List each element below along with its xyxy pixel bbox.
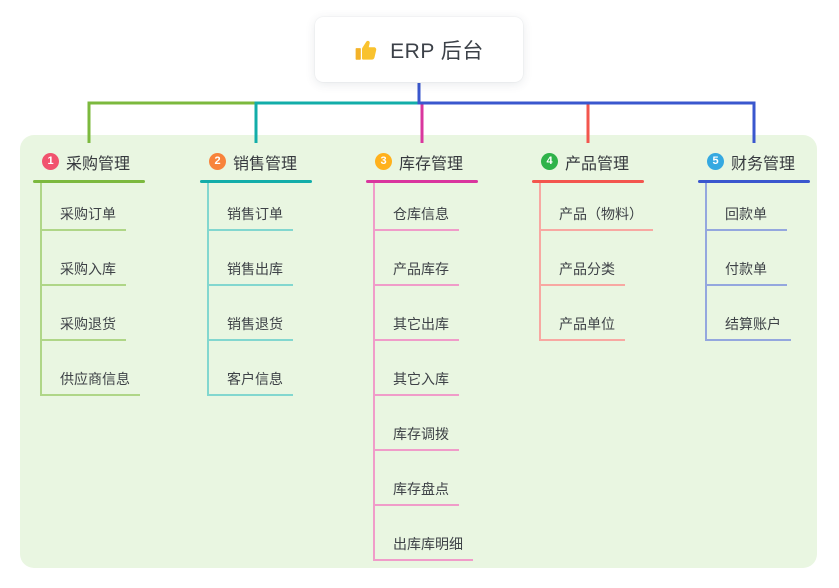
child-label: 销售出库: [227, 261, 283, 277]
branch-underline: [200, 180, 312, 183]
child-node[interactable]: 库存盘点: [375, 451, 459, 506]
branch-label: 财务管理: [731, 155, 796, 173]
branch-children: 销售订单 销售出库 销售退货 客户信息: [207, 183, 293, 396]
child-node[interactable]: 结算账户: [707, 286, 791, 341]
branch-header[interactable]: 1 采购管理: [33, 143, 145, 180]
branch-header[interactable]: 3 库存管理: [366, 143, 478, 180]
child-label: 回款单: [725, 206, 767, 222]
child-label: 销售退货: [227, 316, 283, 332]
branch-label: 产品管理: [565, 155, 630, 173]
branch-number-badge: 1: [42, 153, 59, 170]
branch-number-badge: 2: [209, 153, 226, 170]
branch-number-badge: 5: [707, 153, 724, 170]
child-node[interactable]: 销售订单: [209, 183, 293, 231]
branch-label: 采购管理: [66, 155, 131, 173]
connector-branch-1: [87, 83, 421, 143]
branch-children: 回款单 付款单 结算账户: [705, 183, 791, 341]
child-node[interactable]: 产品（物料）: [541, 183, 653, 231]
branch-children: 产品（物料） 产品分类 产品单位: [539, 183, 653, 341]
branch-children: 仓库信息 产品库存 其它出库 其它入库 库存调拨 库存盘点 出库库明细: [373, 183, 473, 561]
root-node[interactable]: ERP 后台: [315, 17, 523, 82]
branch-label: 库存管理: [399, 155, 464, 173]
child-label: 其它出库: [393, 316, 449, 332]
branch-header[interactable]: 4 产品管理: [532, 143, 653, 180]
branch-underline: [698, 180, 810, 183]
branch-number-badge: 3: [375, 153, 392, 170]
child-label: 销售订单: [227, 206, 283, 222]
child-label: 产品库存: [393, 261, 449, 277]
branch-3: 3 库存管理 仓库信息 产品库存 其它出库 其它入库 库存调拨 库存盘点 出库库…: [366, 143, 478, 561]
child-label: 产品（物料）: [559, 206, 643, 222]
child-label: 采购订单: [60, 206, 116, 222]
root-title: ERP 后台: [390, 39, 484, 63]
child-label: 结算账户: [725, 316, 781, 332]
branch-5: 5 财务管理 回款单 付款单 结算账户: [698, 143, 810, 341]
branch-label: 销售管理: [233, 155, 298, 173]
branch-underline: [366, 180, 478, 183]
child-node[interactable]: 其它入库: [375, 341, 459, 396]
connector-branch-4: [417, 83, 590, 143]
child-label: 供应商信息: [60, 371, 130, 387]
child-node[interactable]: 采购退货: [42, 286, 126, 341]
child-node[interactable]: 供应商信息: [42, 341, 140, 396]
thumbs-up-icon: [355, 40, 377, 60]
child-node[interactable]: 采购订单: [42, 183, 126, 231]
branch-header[interactable]: 2 销售管理: [200, 143, 312, 180]
child-node[interactable]: 仓库信息: [375, 183, 459, 231]
branch-1: 1 采购管理 采购订单 采购入库 采购退货 供应商信息: [33, 143, 145, 396]
child-label: 产品单位: [559, 316, 615, 332]
child-label: 产品分类: [559, 261, 615, 277]
mindmap-background-panel: [20, 135, 817, 568]
child-label: 库存盘点: [393, 481, 449, 497]
child-label: 仓库信息: [393, 206, 449, 222]
branch-4: 4 产品管理 产品（物料） 产品分类 产品单位: [532, 143, 653, 341]
branch-2: 2 销售管理 销售订单 销售出库 销售退货 客户信息: [200, 143, 312, 396]
child-label: 付款单: [725, 261, 767, 277]
connector-branch-2: [254, 83, 421, 143]
branch-underline: [532, 180, 644, 183]
child-node[interactable]: 销售退货: [209, 286, 293, 341]
child-label: 其它入库: [393, 371, 449, 387]
branch-connectors: [87, 83, 756, 143]
child-node[interactable]: 回款单: [707, 183, 787, 231]
connector-branch-5: [417, 83, 756, 143]
child-label: 采购退货: [60, 316, 116, 332]
child-node[interactable]: 付款单: [707, 231, 787, 286]
child-label: 客户信息: [227, 371, 283, 387]
child-node[interactable]: 其它出库: [375, 286, 459, 341]
child-node[interactable]: 产品分类: [541, 231, 625, 286]
branch-children: 采购订单 采购入库 采购退货 供应商信息: [40, 183, 140, 396]
child-node[interactable]: 采购入库: [42, 231, 126, 286]
branch-underline: [33, 180, 145, 183]
child-node[interactable]: 库存调拨: [375, 396, 459, 451]
child-label: 采购入库: [60, 261, 116, 277]
child-node[interactable]: 出库库明细: [375, 506, 473, 561]
branch-number-badge: 4: [541, 153, 558, 170]
child-label: 出库库明细: [393, 536, 463, 552]
child-label: 库存调拨: [393, 426, 449, 442]
child-node[interactable]: 客户信息: [209, 341, 293, 396]
child-node[interactable]: 产品库存: [375, 231, 459, 286]
child-node[interactable]: 销售出库: [209, 231, 293, 286]
child-node[interactable]: 产品单位: [541, 286, 625, 341]
branch-header[interactable]: 5 财务管理: [698, 143, 810, 180]
